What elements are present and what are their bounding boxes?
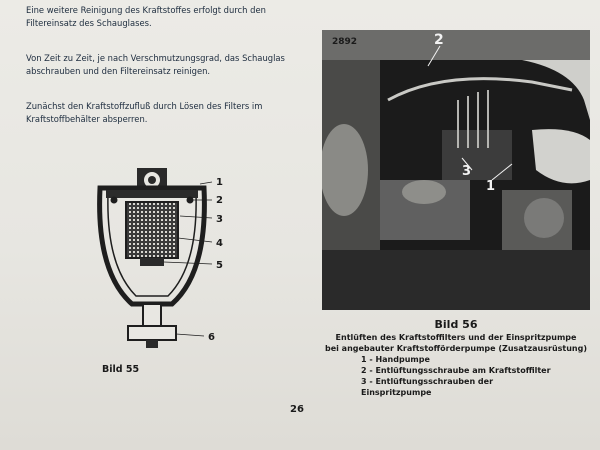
outlet-stem xyxy=(142,303,162,327)
callout-2: 2 xyxy=(216,195,223,206)
filter-bracket xyxy=(97,185,207,307)
figure-56-legend: 1 - Handpumpe 2 - Entlüftungsschraube am… xyxy=(361,354,551,398)
photo-callout-1: 1 xyxy=(486,179,495,194)
fuel-line xyxy=(387,77,573,102)
filter-element xyxy=(125,201,179,259)
legend-item-hand-pump: 1 - Handpumpe xyxy=(361,355,430,364)
paragraph-unscrew-glass: Von Zeit zu Zeit, je nach Verschmutzungs… xyxy=(26,53,285,76)
filter-cross-section-illustration: 1 2 3 4 5 6 xyxy=(97,168,223,348)
legend-item-pump-bleed-screws: 3 - Entlüftungsschrauben der Einspritzpu… xyxy=(361,377,494,397)
engine-photo-illustration: 2892 2 3 1 xyxy=(320,30,590,310)
photo-callout-3: 3 xyxy=(462,164,471,179)
figure-55-filter-drawing: 1 2 3 4 5 6 xyxy=(80,162,260,362)
photo-callout-2: 2 xyxy=(434,32,444,48)
figure-56-engine-photo: 2892 2 3 1 xyxy=(320,30,590,310)
photo-number: 2892 xyxy=(332,37,357,47)
callout-4: 4 xyxy=(216,238,223,249)
element-nut xyxy=(140,258,164,266)
flywheel-housing xyxy=(320,124,368,216)
hand xyxy=(522,60,590,120)
callout-1: 1 xyxy=(216,177,223,188)
callout-6: 6 xyxy=(208,332,215,343)
page-number: 26 xyxy=(290,404,304,415)
paragraph-shut-off-fuel: Zunächst den Kraftstoffzufluß durch Löse… xyxy=(26,101,263,124)
injector-lines xyxy=(457,90,489,148)
figure-56-description-1: Entlüften des Kraftstoffilters und der E… xyxy=(335,333,577,342)
hand-pump-grip xyxy=(532,129,590,184)
figure-56-title: Bild 56 xyxy=(434,318,478,331)
legend-item-filter-bleed-screw: 2 - Entlüftungsschraube am Kraftstoffilt… xyxy=(361,366,551,375)
figure-56-description-2: bei angebauter Kraftstofförderpumpe (Zus… xyxy=(324,344,588,353)
callout-5: 5 xyxy=(216,260,223,271)
union-nut xyxy=(127,325,177,341)
filter-head xyxy=(106,190,198,198)
sight-glass-bowl xyxy=(107,193,197,297)
figure-56-caption: Bild 56 Entlüften des Kraftstoffilters u… xyxy=(322,318,590,398)
figure-55-caption: Bild 55 xyxy=(102,364,140,375)
paragraph-filter-cleaning: Eine weitere Reinigung des Kraftstoffes … xyxy=(26,5,266,28)
callout-3: 3 xyxy=(216,214,223,225)
